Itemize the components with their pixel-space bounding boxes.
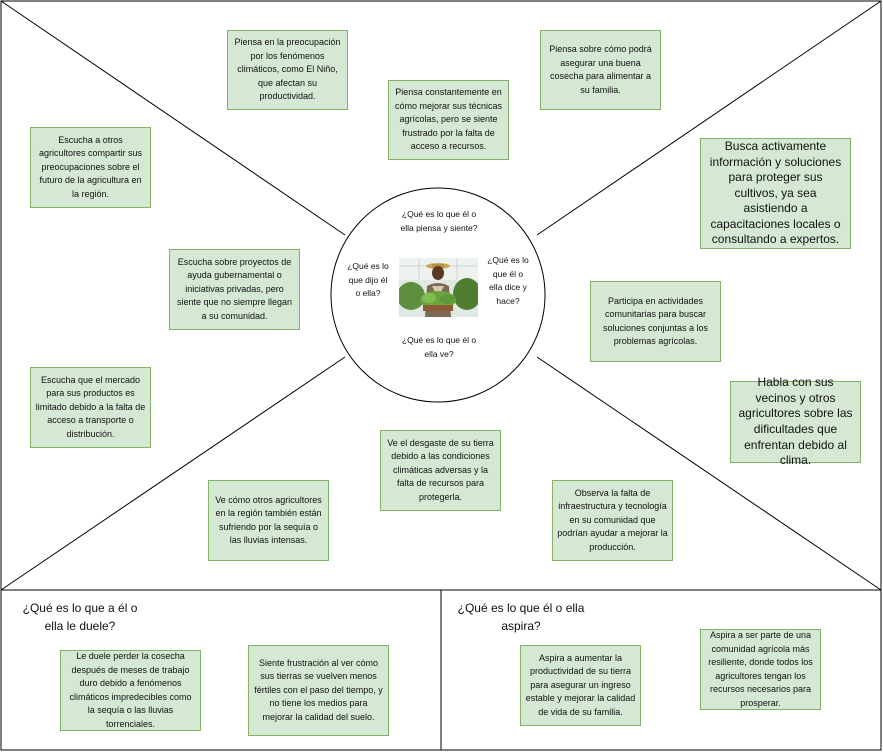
gains-title: ¿Qué es lo que él o ella aspira?: [457, 601, 585, 633]
question-hears: ¿Qué es lo que dijo él o ella?: [347, 261, 389, 299]
note-pains-soil: Siente frustración al ver cómo sus tierr…: [248, 645, 389, 736]
diagonal-bottom-right: [536, 356, 882, 591]
note-thinks-techniques: Piensa constantemente en cómo mejorar su…: [388, 80, 509, 160]
note-says-neighbors: Habla con sus vecinos y otros agricultor…: [730, 375, 861, 467]
note-hears-farmers: Escucha a otros agricultores compartir s…: [30, 127, 151, 208]
note-sees-infrastructure: Observa la falta de infraestructura y te…: [552, 480, 673, 561]
diagonal-top-right: [536, 0, 882, 236]
note-gains-community: Aspira a ser parte de una comunidad agrí…: [700, 629, 821, 710]
note-says-search: Busca activamente información y solucion…: [700, 138, 851, 249]
diagonal-bottom-left: [0, 356, 346, 591]
note-pains-harvest: Le duele perder la cosecha después de me…: [60, 650, 201, 731]
note-hears-market: Escucha que el mercado para sus producto…: [30, 367, 151, 448]
note-sees-land: Ve el desgaste de su tierra debido a las…: [380, 430, 501, 511]
note-hears-projects: Escucha sobre proyectos de ayuda guberna…: [169, 249, 300, 330]
question-thinks: ¿Qué es lo que él o ella piensa y siente…: [400, 209, 478, 233]
diagonal-top-left: [0, 0, 346, 236]
farmer-photo: [399, 258, 478, 317]
note-thinks-climate: Piensa en la preocupación por los fenóme…: [227, 30, 348, 110]
note-gains-productivity: Aspira a aumentar la productividad de su…: [520, 645, 641, 726]
question-says: ¿Qué es lo que él o ella dice y hace?: [487, 255, 529, 306]
pains-title: ¿Qué es lo que a él o ella le duele?: [22, 601, 138, 633]
question-sees: ¿Qué es lo que él o ella ve?: [401, 335, 477, 359]
note-sees-farmers: Ve cómo otros agricultores en la región …: [208, 480, 329, 561]
note-thinks-harvest: Piensa sobre cómo podrá asegurar una bue…: [540, 30, 661, 110]
note-says-community: Participa en actividades comunitarias pa…: [590, 281, 721, 362]
